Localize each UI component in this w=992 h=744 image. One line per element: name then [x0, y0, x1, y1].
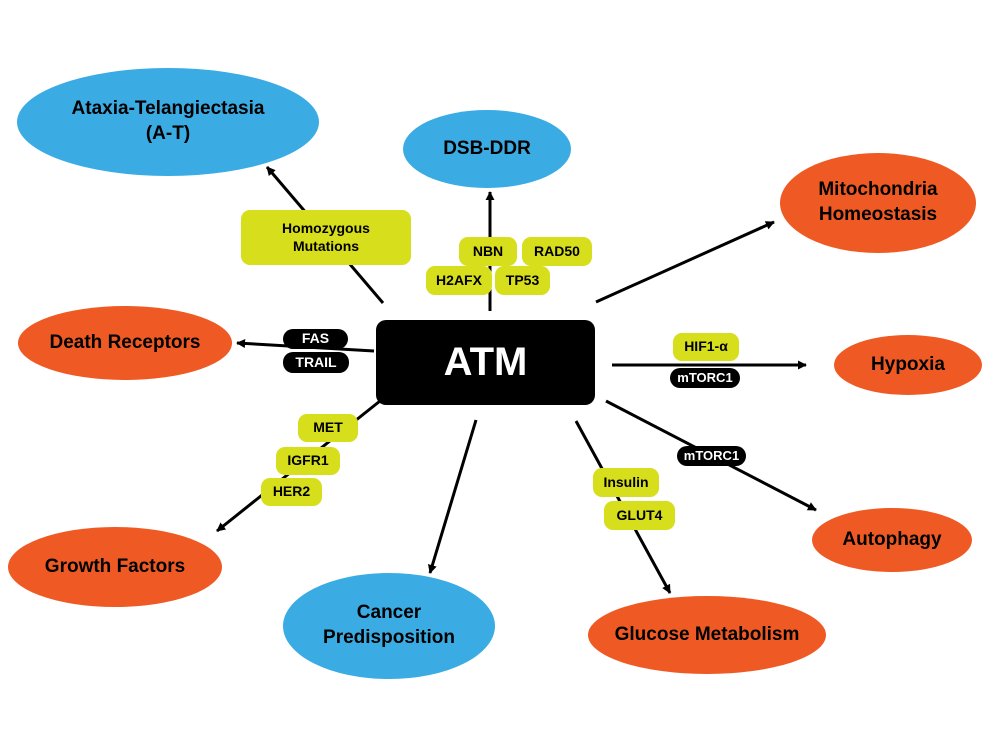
tag-label: HIF1-α — [684, 338, 728, 355]
atm-node: ATM — [376, 320, 595, 405]
tag-hif1-alpha: HIF1-α — [673, 333, 739, 361]
tag-rad50: RAD50 — [522, 237, 592, 266]
tag-met: MET — [298, 414, 358, 442]
node-label: Glucose Metabolism — [614, 623, 800, 645]
node-growth-factors: Growth Factors — [8, 527, 222, 607]
tag-h2afx: H2AFX — [426, 266, 492, 295]
tag-label: mTORC1 — [683, 447, 740, 463]
node-label-line2: Homeostasis — [818, 204, 938, 225]
tag-label: NBN — [472, 242, 504, 259]
tag-label: HER2 — [272, 483, 311, 500]
tag-label: H2AFX — [436, 271, 482, 288]
node-label: Growth Factors — [44, 555, 186, 577]
node-ataxia-telangiectasia: Ataxia-Telangiectasia (A-T) — [17, 68, 319, 176]
tag-label: MET — [313, 419, 343, 436]
tag-label: TP53 — [505, 271, 540, 288]
node-label-line2: Predisposition — [323, 627, 455, 648]
node-label-line1: Mitochondria — [818, 179, 938, 201]
tag-label: mTORC1 — [677, 369, 733, 385]
node-label-line2: (A-T) — [145, 123, 191, 144]
tag-nbn: NBN — [459, 237, 517, 266]
tag-label: IGFR1 — [287, 452, 329, 469]
arrow-to-mito — [595, 220, 775, 304]
node-label: DSB-DDR — [443, 137, 531, 159]
tag-igfr1: IGFR1 — [276, 447, 340, 475]
tag-trail: TRAIL — [283, 352, 349, 373]
tag-her2: HER2 — [261, 478, 322, 506]
node-label: Autophagy — [842, 528, 942, 550]
node-label-line1: Cancer — [356, 602, 422, 624]
tag-label: TRAIL — [295, 353, 337, 370]
node-label: Death Receptors — [49, 331, 201, 353]
node-glucose-metabolism: Glucose Metabolism — [588, 596, 826, 674]
node-dsb-ddr: DSB-DDR — [403, 110, 571, 188]
tag-tp53: TP53 — [495, 266, 550, 295]
node-label-line1: Ataxia-Telangiectasia — [71, 98, 265, 120]
tag-label: RAD50 — [534, 242, 580, 259]
tag-mtorc1-hypoxia: mTORC1 — [670, 368, 740, 388]
atm-label: ATM — [443, 340, 528, 384]
tag-insulin: Insulin — [593, 468, 659, 497]
arrow-to-cancer — [428, 419, 478, 574]
tag-label: Insulin — [603, 473, 649, 490]
tag-label: FAS — [301, 330, 330, 347]
tag-line2: Mutations — [292, 237, 360, 254]
node-autophagy: Autophagy — [812, 508, 972, 572]
tag-mtorc1-autophagy: mTORC1 — [677, 446, 746, 466]
node-death-receptors: Death Receptors — [18, 306, 232, 380]
tag-label: GLUT4 — [616, 506, 663, 523]
node-hypoxia: Hypoxia — [834, 335, 982, 395]
tag-glut4: GLUT4 — [604, 501, 675, 530]
node-label: Hypoxia — [871, 353, 945, 375]
tag-fas: FAS — [283, 329, 348, 349]
tag-line1: Homozygous — [282, 220, 370, 236]
